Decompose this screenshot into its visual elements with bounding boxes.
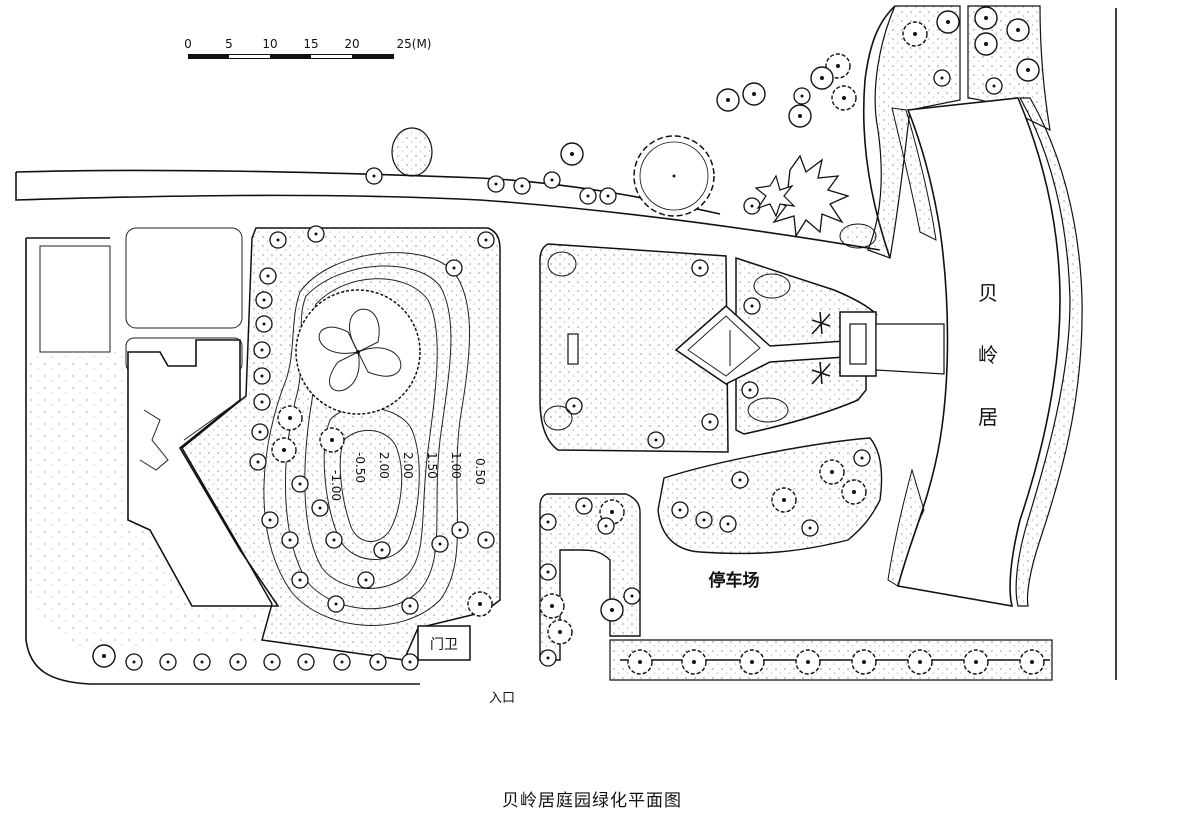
contour-label-4: 2.00 bbox=[401, 452, 415, 479]
building-char-1: 贝 bbox=[978, 281, 998, 305]
main-garden: -1.00 -0.50 2.00 2.00 1.50 1.00 0.50 bbox=[181, 225, 501, 661]
entrance-label: 入口 bbox=[489, 691, 515, 706]
south-tree-row bbox=[609, 639, 1053, 681]
scale-tick-15: 15 bbox=[303, 37, 318, 51]
scale-tick-25: 25(M) bbox=[397, 37, 432, 51]
contour-label-3: 2.00 bbox=[377, 452, 391, 479]
gatehouse: 门卫 bbox=[417, 625, 471, 661]
contour-label-5: 1.50 bbox=[425, 452, 439, 479]
building-char-3: 居 bbox=[978, 405, 998, 429]
scale-tick-10: 10 bbox=[262, 37, 277, 51]
road-boundary bbox=[15, 5, 1117, 685]
contour-label-7: 0.50 bbox=[473, 458, 487, 485]
contour-label-1: -1.00 bbox=[329, 470, 343, 501]
contour-label-2: -0.50 bbox=[353, 452, 367, 483]
building-char-2: 岭 bbox=[978, 343, 998, 367]
scale-tick-5: 5 bbox=[225, 37, 233, 51]
parking-area: 停车场 bbox=[657, 437, 883, 591]
north-tree-clusters bbox=[365, 82, 877, 249]
gatehouse-label: 门卫 bbox=[430, 637, 458, 653]
parking-label: 停车场 bbox=[709, 570, 760, 591]
contour-label-6: 1.00 bbox=[449, 452, 463, 479]
beilingju-building: 贝 岭 居 bbox=[887, 97, 1083, 608]
west-lawn bbox=[30, 352, 278, 648]
scale-bar: 0 5 10 15 20 25(M) bbox=[184, 37, 432, 59]
lower-strip bbox=[539, 493, 641, 667]
figure-caption: 贝岭居庭园绿化平面图 bbox=[502, 791, 682, 811]
scale-tick-20: 20 bbox=[344, 37, 359, 51]
scale-tick-0: 0 bbox=[184, 37, 192, 51]
central-lawn bbox=[539, 243, 945, 453]
